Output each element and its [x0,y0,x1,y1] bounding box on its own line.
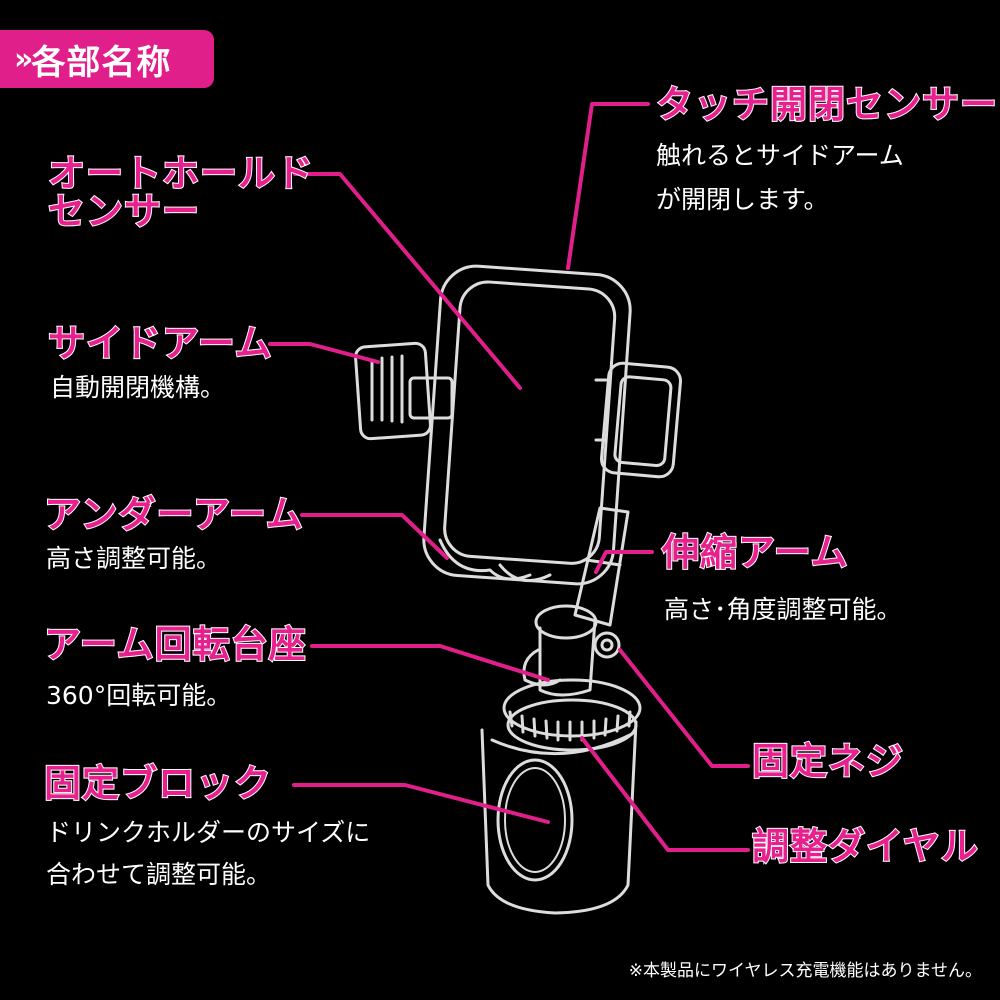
label-auto-hold-2: センサー [47,190,200,233]
footer-note: ※本製品にワイヤレス充電機能はありません。 [628,961,982,981]
label-telescopic-arm: 伸縮アーム [661,531,849,574]
label-adjust-dial: 調整ダイヤル [751,825,979,868]
callout-lines [268,102,750,852]
phone-holder-drawing [354,264,682,915]
desc-fixing-block-1: ドリンクホルダーのサイズに [46,818,371,847]
label-auto-hold-1: オートホールド [47,152,314,195]
desc-touch-sensor-1: 触れるとサイドアーム [656,141,904,170]
desc-telescopic-arm: 高さ･角度調整可能。 [664,595,902,624]
desc-under-arm: 高さ調整可能。 [46,544,222,573]
desc-arm-base: 360°回転可能。 [46,681,232,710]
label-under-arm: アンダーアーム [43,493,304,536]
label-arm-base: アーム回転台座 [43,623,307,666]
chevron-right-icon: » [14,41,34,77]
label-fixing-block: 固定ブロック [43,762,272,805]
desc-touch-sensor-2: が開閉します。 [656,185,829,214]
label-touch-sensor: タッチ開閉センサー [655,83,998,126]
section-title: 各部名称 [31,42,172,83]
label-side-arm: サイドアーム [47,322,273,365]
desc-fixing-block-2: 合わせて調整可能。 [46,860,272,889]
desc-side-arm: 自動開閉機構。 [50,373,226,402]
section-badge: » 各部名称 [0,30,214,88]
label-fixing-screw: 固定ネジ [751,740,904,783]
